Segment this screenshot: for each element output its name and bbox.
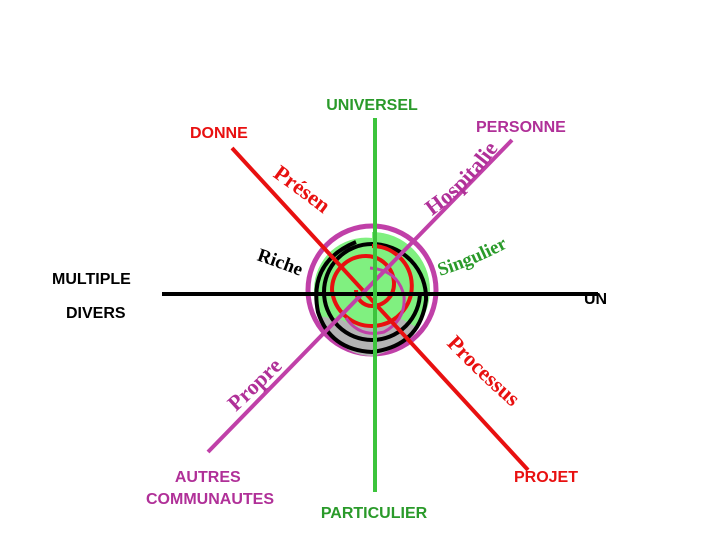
label-riche: Riche: [255, 245, 306, 281]
label-present-path: Présent: [0, 0, 335, 218]
label-autres-communautes: AUTRES COMMUNAUTES: [146, 469, 274, 508]
axis-red-diagonal: [230, 146, 530, 472]
label-processus: Processus: [442, 330, 525, 411]
label-divers: DIVERS: [66, 305, 126, 322]
label-communautes: COMMUNAUTES: [146, 491, 274, 508]
label-un: UN: [584, 291, 607, 308]
label-projet: PROJET: [514, 469, 578, 486]
label-processus-path: Processus: [442, 330, 525, 411]
label-hospitalier-path: Hospitalier: [0, 0, 503, 220]
spiral-red-line: [329, 244, 414, 328]
central-spiral: [305, 223, 439, 357]
label-singulier-path: Singulier: [435, 233, 511, 281]
label-personne: PERSONNE: [476, 119, 566, 136]
label-universel: UNIVERSEL: [326, 97, 418, 114]
label-multiple: MULTIPLE: [52, 271, 131, 288]
label-hospitalier: Hospitalier: [0, 0, 503, 220]
spiral-purple-inner: [344, 266, 406, 335]
label-autres: AUTRES: [175, 469, 241, 486]
label-riche-path: Riche: [255, 245, 306, 281]
label-present: Présent: [0, 0, 335, 218]
label-donne: DONNE: [190, 125, 248, 142]
label-singulier: Singulier: [435, 233, 511, 281]
label-particulier: PARTICULIER: [321, 505, 428, 522]
